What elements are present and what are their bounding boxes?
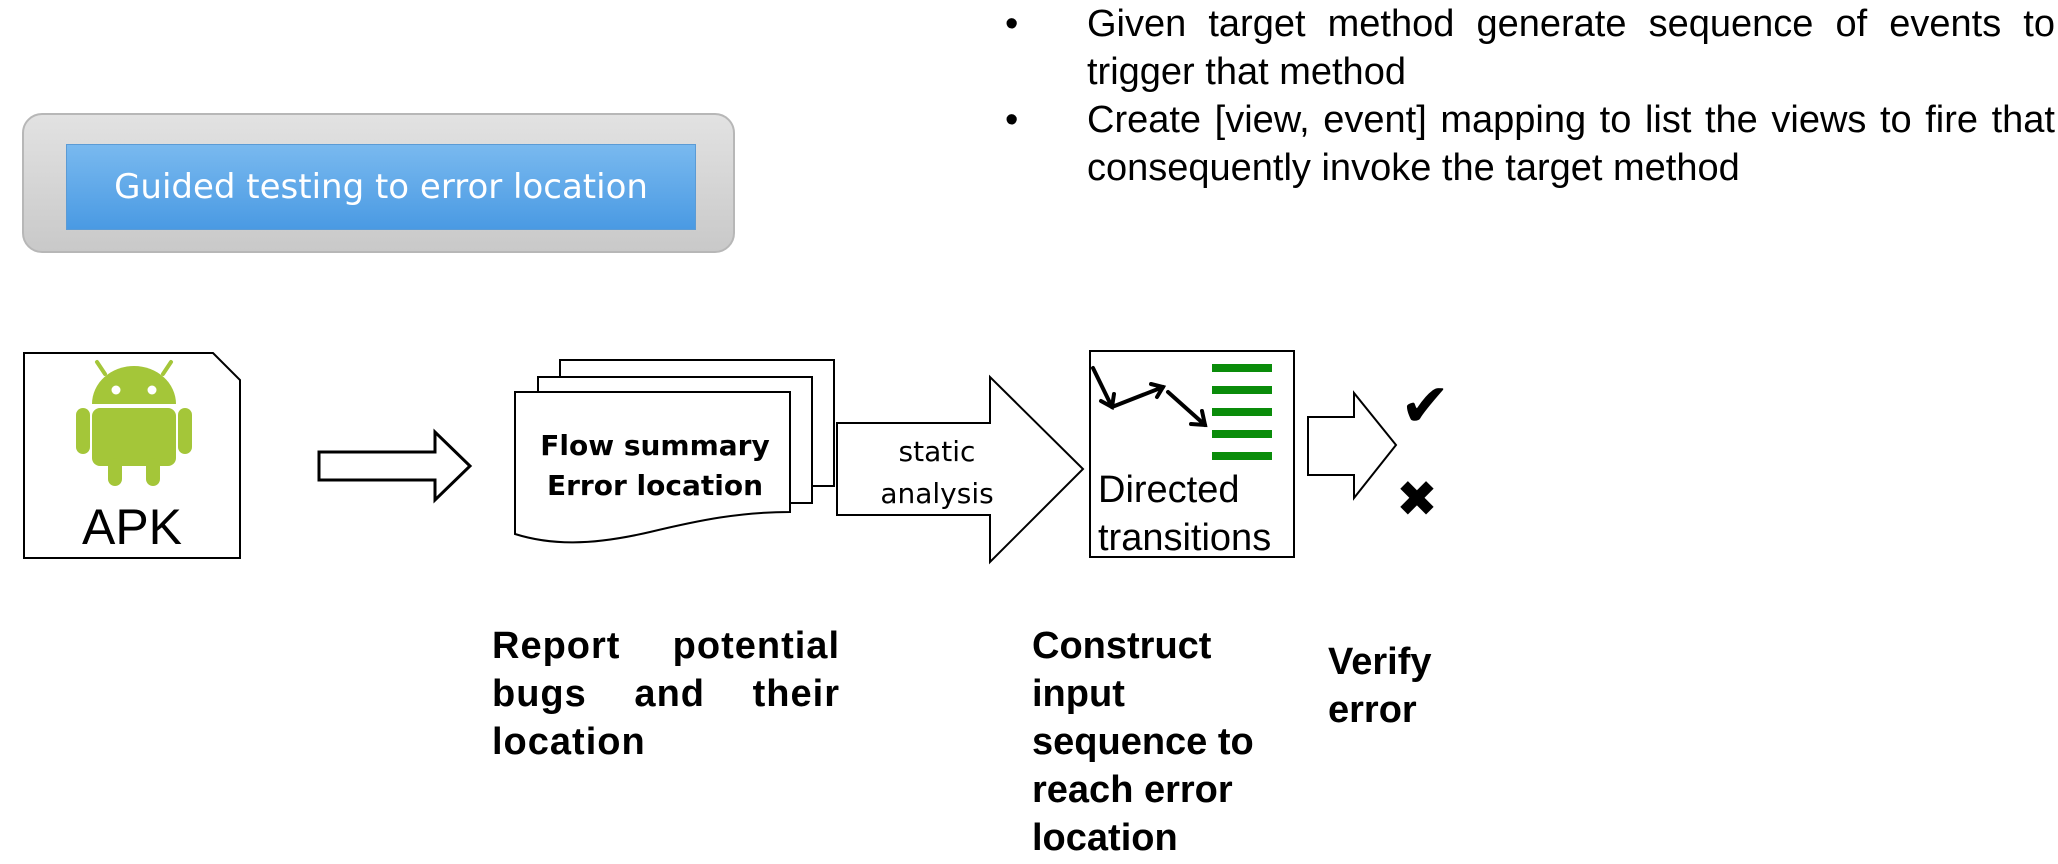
bullet-item: • Given target method generate sequence … — [1005, 0, 2055, 96]
event-list-bars — [1212, 364, 1272, 460]
bullet-symbol: • — [1005, 99, 1019, 141]
directed-line2: transitions — [1098, 517, 1272, 559]
arrow-to-report — [317, 428, 473, 504]
transition-arrows-icon — [1091, 366, 1208, 428]
document-page-front — [514, 391, 791, 544]
document-text: Flow summary Error location — [520, 426, 790, 506]
caption-construct: Construct input sequence to reach error … — [1032, 625, 1254, 859]
static-analysis-arrow — [836, 374, 1085, 565]
arrow-to-verify — [1307, 390, 1398, 501]
caption-verify: Verify error — [1328, 641, 1432, 731]
static-analysis-line1: static — [898, 435, 976, 468]
directed-transitions-label: Directed transitions — [1098, 466, 1288, 562]
document-line-flow-summary: Flow summary — [540, 429, 770, 462]
android-robot-icon — [76, 360, 192, 486]
title-label: Guided testing to error location — [114, 167, 648, 207]
bullet-item: • Create [view, event] mapping to list t… — [1005, 96, 2055, 192]
title-banner: Guided testing to error location — [66, 144, 696, 230]
apk-label: APK — [81, 499, 183, 555]
bullet-list: • Given target method generate sequence … — [1005, 0, 2055, 192]
directed-line1: Directed — [1098, 469, 1240, 511]
bullet-text: Given target method generate sequence of… — [1087, 3, 2055, 93]
static-analysis-label: static analysis — [862, 431, 1012, 515]
cross-mark-icon: ✖ — [1396, 470, 1438, 528]
check-mark-icon: ✔ — [1400, 371, 1451, 441]
static-analysis-line2: analysis — [880, 477, 994, 510]
bullet-symbol: • — [1005, 3, 1019, 45]
caption-report: Report potential bugs and their location — [492, 625, 840, 763]
document-line-error-location: Error location — [546, 469, 763, 502]
bullet-text: Create [view, event] mapping to list the… — [1087, 99, 2055, 189]
